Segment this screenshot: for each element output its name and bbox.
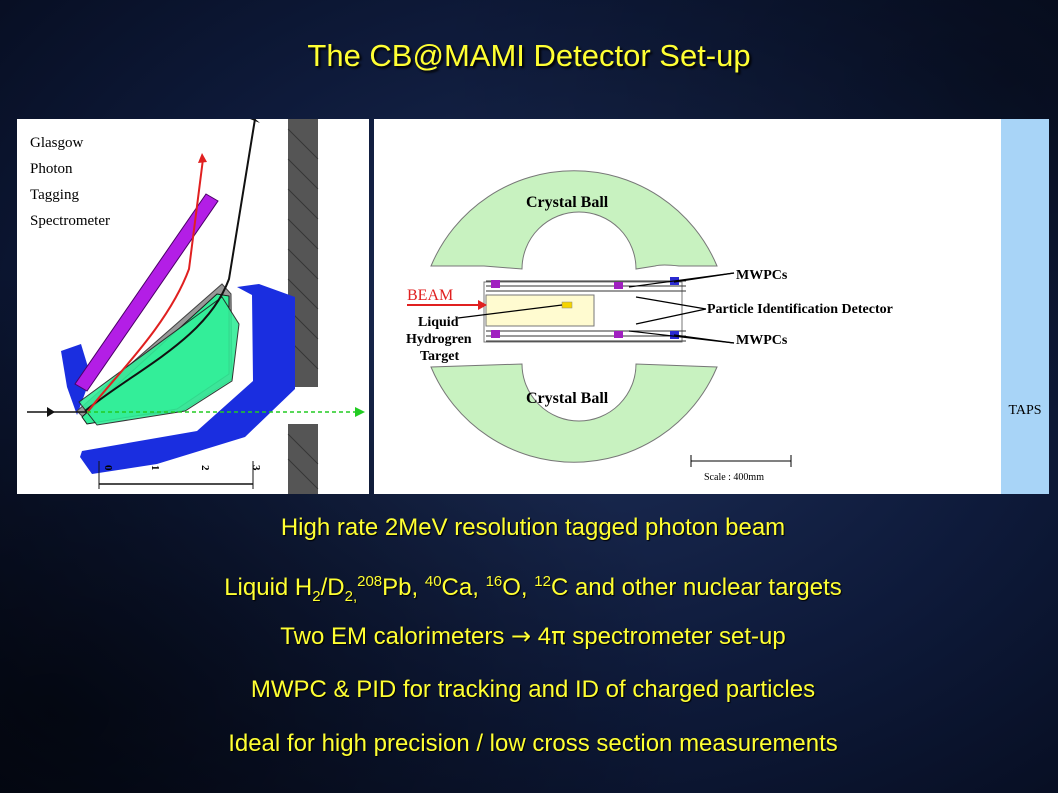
arrow-head-black: [250, 119, 260, 123]
taps-detector: TAPS: [1001, 119, 1049, 494]
beam-arrow-icon: [47, 407, 55, 417]
detector-hatching: [287, 128, 319, 490]
tagger-diagram-panel: 0 1 2 3 Glasgow Photon Tagging Spectrome…: [17, 119, 369, 494]
target-label-line3: Target: [420, 349, 459, 364]
label-pointer-lines: [457, 272, 735, 344]
mwpc-upper-label: MWPCs: [736, 268, 788, 283]
target-label-line1: Liquid: [418, 315, 459, 330]
bullet-item: High rate 2MeV resolution tagged photon …: [280, 514, 786, 541]
scale-tick-2: 2: [199, 465, 211, 471]
tagger-magnet-yoke: [80, 284, 295, 474]
tagger-magnet-front-piece: [61, 344, 91, 415]
electron-trajectory-red: [86, 158, 204, 414]
slide-title: The CB@MAMI Detector Set-up: [307, 38, 751, 73]
pid-endcaps: [491, 280, 623, 338]
pid-label: Particle Identification Detector: [707, 302, 893, 317]
arrow-head-red: [198, 153, 207, 163]
target-label-line2: Hydrogren: [406, 332, 472, 347]
crystal-ball-upper: [430, 170, 718, 270]
photon-beam-arrow-icon: [355, 407, 365, 417]
electron-trajectory-black: [84, 119, 256, 412]
tagger-focal-plane-bar: [74, 193, 219, 392]
crystal-ball-lower: [430, 363, 718, 463]
taps-label: TAPS: [1008, 403, 1042, 418]
bullet-item: Liquid H2/D2,208Pb, 40Ca, 16O, 12C and o…: [224, 573, 842, 605]
crystal-ball-lower-label: Crystal Ball: [526, 390, 609, 407]
crystal-ball-diagram: Crystal Ball Crystal Ball MWPCs MWPCs Pa…: [406, 170, 893, 483]
mwpc-lower-label: MWPCs: [736, 333, 788, 348]
beam-label: BEAM: [407, 287, 453, 304]
mwpc-layers: [486, 280, 686, 342]
scale-tick-1: 1: [149, 465, 161, 471]
scale-tick-0: 0: [102, 465, 114, 471]
beam-arrow-icon: [478, 300, 487, 310]
tagger-caption: Glasgow Photon Tagging Spectrometer: [30, 135, 110, 229]
arrow-icon: →: [511, 622, 532, 650]
tagger-pole-lower: [78, 296, 240, 426]
scale-tick-3: 3: [250, 465, 262, 471]
target-core: [561, 301, 573, 309]
scale-label: Scale : 400mm: [704, 472, 764, 483]
crystal-ball-upper-label: Crystal Ball: [526, 194, 609, 211]
tagger-diagram: 0 1 2 3: [27, 119, 365, 494]
bullet-item: MWPC & PID for tracking and ID of charge…: [250, 676, 816, 703]
bullet-item: Two EM calorimeters → 4π spectrometer se…: [280, 622, 786, 650]
crystal-ball-diagram-panel: Crystal Ball Crystal Ball MWPCs MWPCs Pa…: [374, 119, 1001, 494]
bullet-item: Ideal for high precision / low cross sec…: [228, 730, 838, 757]
target-cell: [485, 294, 595, 327]
